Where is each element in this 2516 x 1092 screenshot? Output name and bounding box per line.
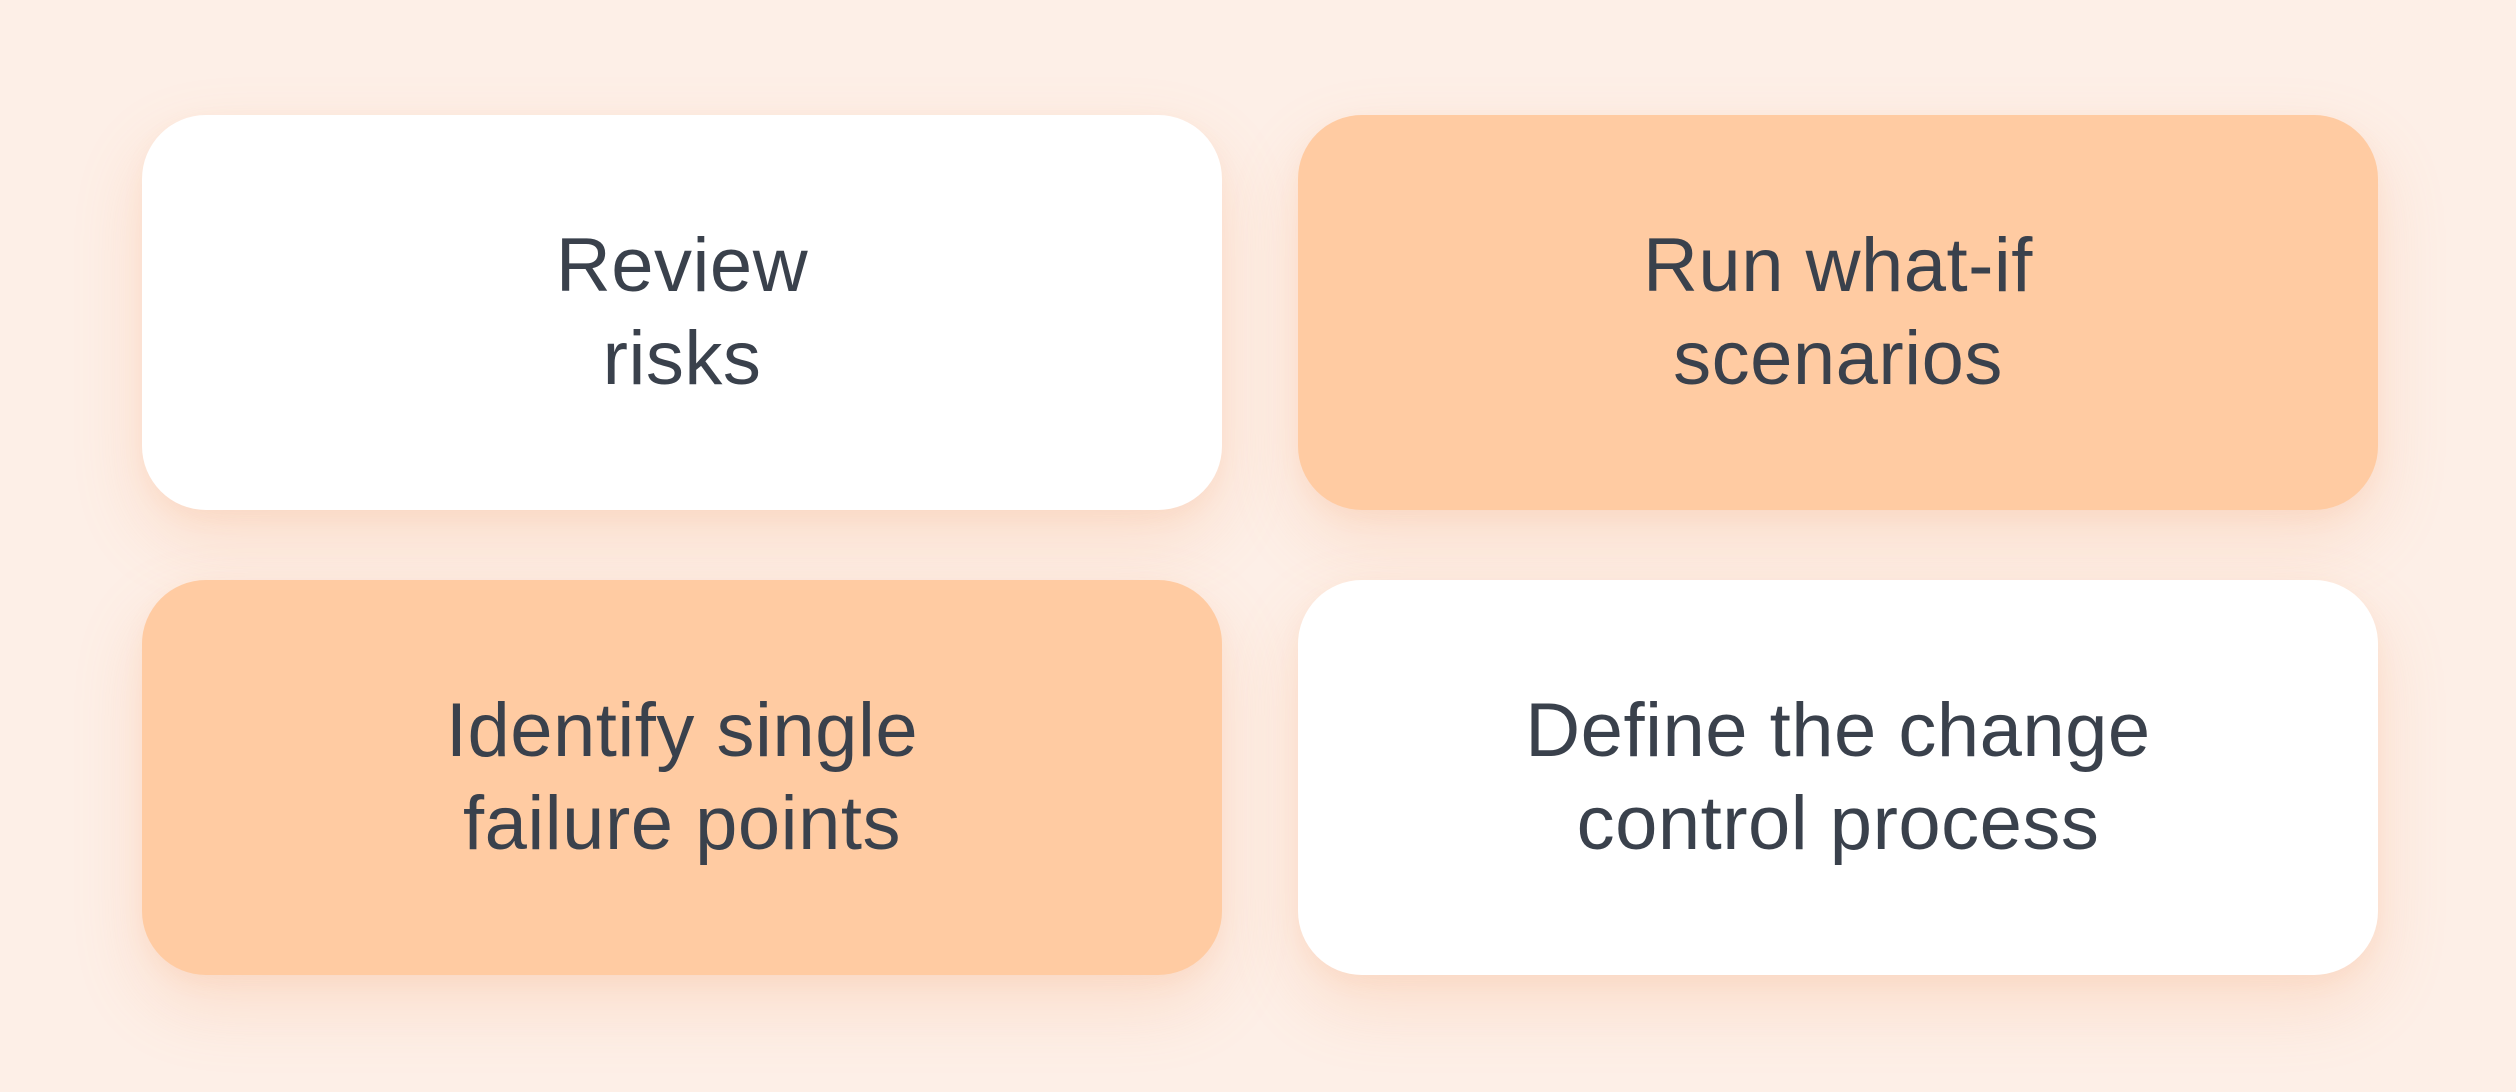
card-label: Review risks bbox=[556, 220, 808, 405]
card-label-line: risks bbox=[602, 315, 762, 401]
card-identify-single-failure-points[interactable]: Identify single failure points bbox=[142, 580, 1222, 975]
card-label-line: failure points bbox=[463, 780, 901, 866]
card-define-change-control-process[interactable]: Define the change control process bbox=[1298, 580, 2378, 975]
card-run-what-if-scenarios[interactable]: Run what-if scenarios bbox=[1298, 115, 2378, 510]
card-label-line: Define the change bbox=[1525, 687, 2151, 773]
card-label-line: control process bbox=[1576, 780, 2100, 866]
card-label-line: Review bbox=[555, 222, 809, 308]
card-label-line: Identify single bbox=[445, 687, 919, 773]
card-label-line: scenarios bbox=[1673, 315, 2003, 401]
card-label-line: Run what-if bbox=[1643, 222, 2033, 308]
card-grid: Review risks Run what-if scenarios Ident… bbox=[142, 115, 2378, 975]
card-label: Identify single failure points bbox=[446, 685, 918, 870]
card-label: Run what-if scenarios bbox=[1643, 220, 2033, 405]
card-review-risks[interactable]: Review risks bbox=[142, 115, 1222, 510]
card-label: Define the change control process bbox=[1525, 685, 2150, 870]
